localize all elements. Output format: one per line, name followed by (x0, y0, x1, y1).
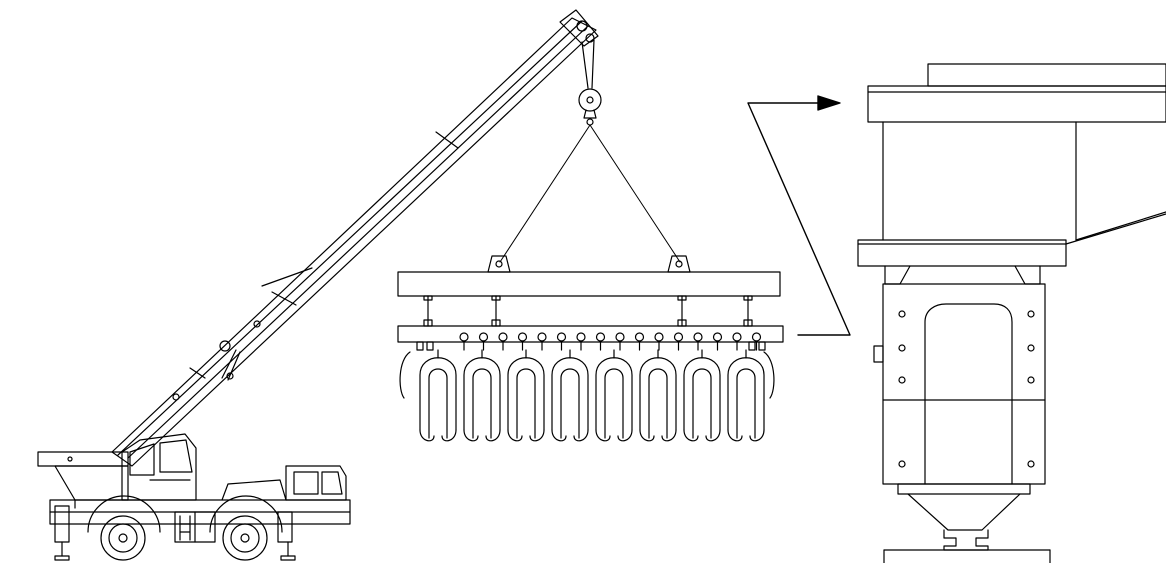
lifting-spreader (397, 255, 784, 442)
clamp-bolt (615, 332, 625, 342)
clamp-bolt (693, 332, 703, 342)
hook-tip-left (683, 429, 699, 442)
hanger-cap (743, 295, 753, 301)
hook-tip-right (749, 429, 765, 442)
clamp-detail-view (857, 63, 1166, 563)
hook-tip-left (463, 429, 479, 442)
beam-hangers (423, 295, 753, 327)
hook-tip-right (661, 429, 677, 442)
crane-boom (111, 17, 597, 467)
operator-cab (121, 433, 197, 501)
clamp-bolt (556, 332, 567, 342)
crane-wheels (87, 495, 283, 561)
hook-tip-right (705, 429, 721, 442)
detail-callout (747, 95, 851, 336)
hanger-cap (491, 295, 501, 301)
clamp-bolt (712, 332, 723, 342)
hook-inner (560, 368, 580, 439)
hook-tip-left (595, 429, 611, 442)
clamp-bolts (416, 332, 766, 351)
clamp-bolt (576, 332, 586, 342)
tong-hook (507, 349, 545, 442)
hook-tip-right (617, 429, 633, 442)
clamp-bolt (751, 332, 762, 342)
beam-fitting (416, 341, 424, 351)
clamp-bolt (673, 332, 684, 342)
tong-hook (639, 349, 677, 442)
hook-tip-right (441, 429, 457, 442)
hook-inner (604, 368, 624, 439)
hook-tip-right (485, 429, 501, 442)
hook-tip-right (573, 429, 589, 442)
hook-inner (736, 368, 756, 439)
tong-hook (727, 349, 765, 442)
clamp-bolt (537, 332, 547, 342)
beam-fitting (758, 341, 766, 351)
tong-hook (463, 349, 501, 442)
clamp-bolt (732, 332, 742, 342)
hook-row (419, 349, 765, 442)
hook-tip-left (507, 429, 523, 442)
hook-inner (692, 368, 712, 439)
mobile-crane (37, 9, 602, 561)
hook-tip-right (529, 429, 545, 442)
clamp-bolt (478, 332, 489, 342)
beam-fitting (748, 341, 756, 351)
hook-tip-left (419, 429, 435, 442)
tong-hook (595, 349, 633, 442)
clamp-bolt (654, 332, 664, 342)
hook-inner (472, 368, 492, 439)
clamp-bolt (498, 332, 508, 342)
sling-legs (499, 124, 681, 263)
hanger-cap (677, 295, 687, 301)
hook-inner (648, 368, 668, 439)
tong-hook (419, 349, 457, 442)
carrier-chassis (49, 465, 351, 561)
hook-tip-left (639, 429, 655, 442)
clamp-bolt (459, 332, 469, 342)
clamp-bolt (517, 332, 528, 342)
hook-block (578, 88, 602, 126)
beam-fitting (426, 341, 434, 351)
hook-inner (428, 368, 448, 439)
clamp-bolt (595, 332, 606, 342)
hanger-cap (423, 295, 433, 301)
hook-tip-left (551, 429, 567, 442)
tong-hook (551, 349, 589, 442)
hook-tip-left (727, 429, 743, 442)
tong-hook (683, 349, 721, 442)
clamp-bolt (634, 332, 645, 342)
boom-head (559, 9, 599, 89)
hook-inner (516, 368, 536, 439)
